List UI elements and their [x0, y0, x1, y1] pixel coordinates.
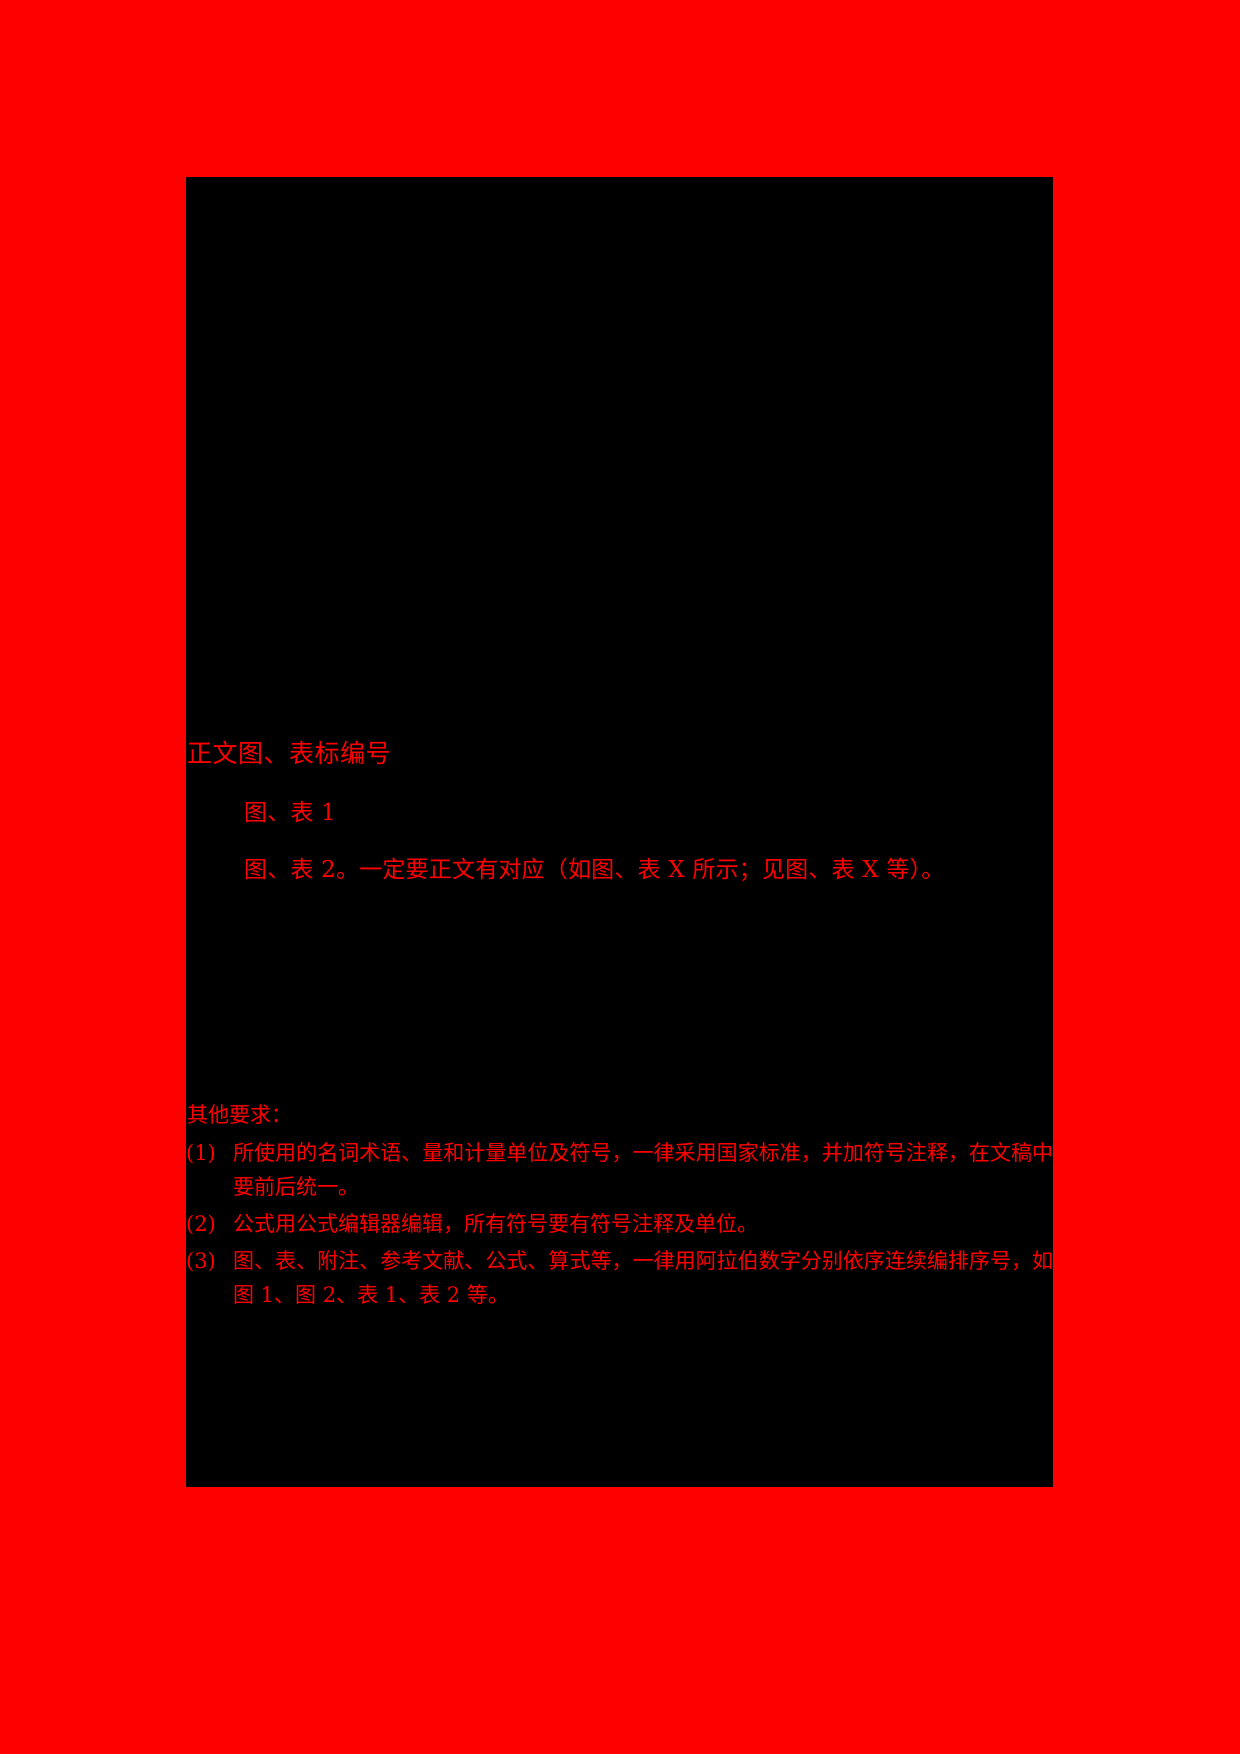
requirement-marker-2: (2)	[186, 1212, 216, 1236]
page-upper-blank-area	[186, 177, 1053, 737]
other-requirements-label: 其他要求：	[187, 1103, 292, 1127]
figure-table-entry-2: 图、表 2。一定要正文有对应（如图、表 X 所示；见图、表 X 等）。	[244, 857, 945, 883]
figure-table-entry-1: 图、表 1	[244, 800, 336, 826]
page-middle-blank-area	[186, 886, 1053, 1100]
requirement-text-3: 图、表、附注、参考文献、公式、算式等，一律用阿拉伯数字分别依序连续编排序号，如图…	[233, 1249, 1053, 1307]
page-content: 正文图、表标编号 图、表 1 图、表 2。一定要正文有对应（如图、表 X 所示；…	[186, 177, 1053, 1487]
section-heading-figure-table-numbering: 正文图、表标编号	[187, 739, 392, 768]
heading-gap	[186, 771, 1053, 798]
requirement-text-2: 公式用公式编辑器编辑，所有符号要有符号注释及单位。	[233, 1212, 758, 1236]
requirement-marker-1: (1)	[186, 1141, 216, 1165]
requirement-text-1: 所使用的名词术语、量和计量单位及符号，一律采用国家标准，并加符号注释，在文稿中要…	[233, 1141, 1053, 1199]
requirement-marker-3: (3)	[186, 1249, 216, 1273]
requirement-item-3: (3) 图、表、附注、参考文献、公式、算式等，一律用阿拉伯数字分别依序连续编排序…	[186, 1244, 1053, 1312]
document-page: 正文图、表标编号 图、表 1 图、表 2。一定要正文有对应（如图、表 X 所示；…	[186, 177, 1053, 1487]
requirement-item-1: (1) 所使用的名词术语、量和计量单位及符号，一律采用国家标准，并加符号注释，在…	[186, 1136, 1053, 1204]
requirement-item-2: (2) 公式用公式编辑器编辑，所有符号要有符号注释及单位。	[186, 1207, 1053, 1241]
requirements-list: (1) 所使用的名词术语、量和计量单位及符号，一律采用国家标准，并加符号注释，在…	[186, 1136, 1053, 1312]
entry-gap	[186, 829, 1053, 855]
